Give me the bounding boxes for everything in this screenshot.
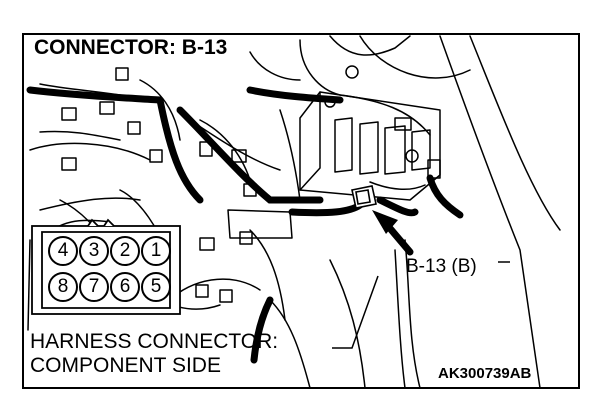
connector-title: CONNECTOR: B-13 bbox=[32, 36, 230, 60]
diagram-frame bbox=[22, 33, 580, 389]
connector-pin: 8 bbox=[48, 272, 78, 302]
b13-connector-drawing bbox=[351, 185, 377, 209]
callout-label: B-13 (B) bbox=[406, 256, 477, 277]
connector-pin: 4 bbox=[48, 236, 78, 266]
main-harness bbox=[26, 86, 164, 104]
connector-pin: 7 bbox=[79, 272, 109, 302]
fender-panel bbox=[329, 35, 411, 56]
harness-label-line2: COMPONENT SIDE bbox=[30, 354, 221, 377]
strut-tower bbox=[359, 35, 471, 79]
harness-label-line1: HARNESS CONNECTOR: bbox=[30, 330, 279, 353]
connector-pin: 1 bbox=[141, 236, 171, 266]
callout-arrow bbox=[372, 210, 510, 263]
connector-pin: 5 bbox=[141, 272, 171, 302]
harness-leader bbox=[332, 275, 379, 349]
connector-pin: 6 bbox=[110, 272, 140, 302]
connector-pin: 3 bbox=[79, 236, 109, 266]
figure-code: AK300739AB bbox=[438, 365, 532, 382]
connector-pin: 2 bbox=[110, 236, 140, 266]
